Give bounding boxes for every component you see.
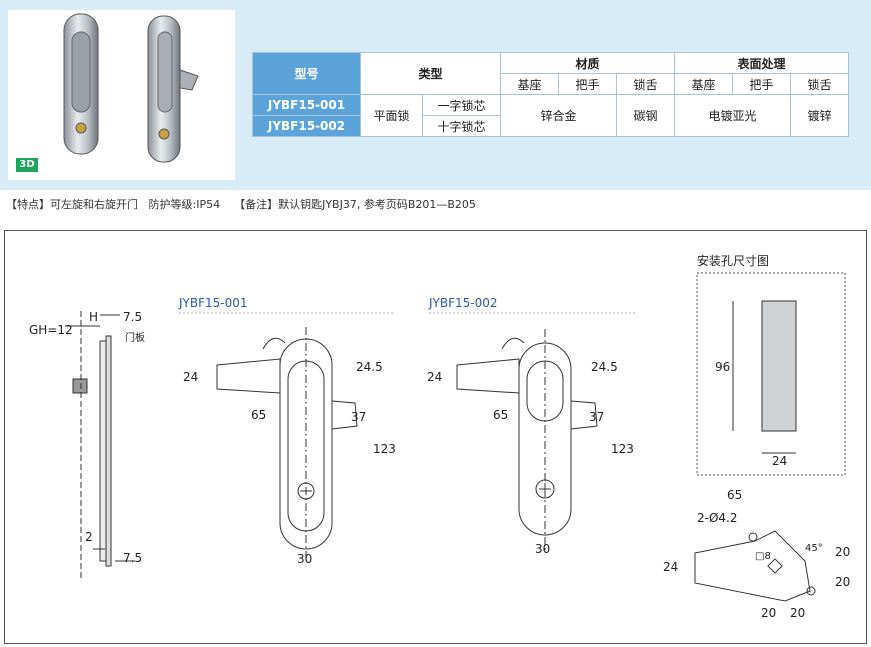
dim-2-dia: 2-Ø4.2 bbox=[697, 511, 738, 525]
product-photo-drawing bbox=[63, 13, 199, 163]
dim-24-b: 24 bbox=[427, 370, 442, 384]
dim-20-right-top: 20 bbox=[835, 545, 850, 559]
dim-24-5-b: 24.5 bbox=[591, 360, 618, 374]
dim-20-bottom-left: 20 bbox=[761, 606, 776, 620]
dim-24-5-a: 24.5 bbox=[356, 360, 383, 374]
model-001: JYBF15-001 bbox=[252, 94, 361, 116]
features-note: 【特点】可左旋和右旋开门 防护等级:IP54 bbox=[6, 198, 221, 211]
remarks-note: 【备注】默认钥匙JYBJ37, 参考页码B201—B205 bbox=[234, 198, 476, 211]
notes-line: 【特点】可左旋和右旋开门 防护等级:IP54 【备注】默认钥匙JYBJ37, 参… bbox=[6, 196, 476, 212]
dim-65-b: 65 bbox=[493, 408, 508, 422]
dim-65-a: 65 bbox=[251, 408, 266, 422]
label-jybf15-001: JYBF15-001 bbox=[178, 296, 248, 310]
dim-20-bottom-right: 20 bbox=[790, 606, 805, 620]
type-value: 平面锁 bbox=[360, 94, 423, 137]
dim-37-b: 37 bbox=[589, 410, 604, 424]
dim-gh: GH=12 bbox=[29, 323, 73, 337]
header-type: 类型 bbox=[359, 52, 502, 95]
dim-30-b: 30 bbox=[535, 542, 550, 556]
dim-123-a: 123 bbox=[373, 442, 396, 456]
door-label: 门板 bbox=[125, 331, 145, 344]
side-view bbox=[65, 311, 135, 581]
dim-65-detail: 65 bbox=[727, 488, 742, 502]
header-surface: 表面处理 bbox=[674, 52, 850, 74]
dim-45deg: 45° bbox=[805, 543, 823, 554]
tongue-detail bbox=[694, 530, 816, 602]
sub-tongue-material: 锁舌 bbox=[616, 73, 676, 95]
dim-123-b: 123 bbox=[611, 442, 634, 456]
label-jybf15-002: JYBF15-002 bbox=[428, 296, 498, 310]
lock-001-view bbox=[216, 327, 358, 561]
surface-base-handle: 电镀亚光 bbox=[674, 94, 792, 137]
drawing-canvas: GH=12 H 7.5 门板 2 7.5 JYBF15-001 24 65 24… bbox=[29, 253, 850, 620]
dim-24-a: 24 bbox=[183, 370, 198, 384]
dim-2: 2 bbox=[85, 530, 93, 544]
lock-002-view bbox=[456, 329, 598, 551]
subtype-002: 十字锁芯 bbox=[421, 115, 502, 137]
material-tongue: 碳钢 bbox=[616, 94, 676, 137]
sub-base-material: 基座 bbox=[500, 73, 560, 95]
cutout-hole bbox=[761, 300, 797, 432]
surface-tongue: 镀锌 bbox=[790, 94, 850, 137]
dim-7-5-bottom: 7.5 bbox=[123, 551, 142, 565]
dim-37-a: 37 bbox=[351, 410, 366, 424]
header-material: 材质 bbox=[500, 52, 676, 74]
dim-7-5-top: 7.5 bbox=[123, 310, 142, 324]
sub-base-surface: 基座 bbox=[674, 73, 734, 95]
material-base-handle: 锌合金 bbox=[500, 94, 618, 137]
sub-tongue-surface: 锁舌 bbox=[790, 73, 850, 95]
dim-h: H bbox=[89, 310, 98, 324]
badge-3d: 3D bbox=[16, 158, 38, 172]
product-photo bbox=[8, 10, 235, 180]
dim-24-detail: 24 bbox=[663, 560, 678, 574]
spec-table: 型号 类型 材质 表面处理 基座 把手 锁舌 基座 把手 锁舌 JYBF15-0… bbox=[252, 52, 850, 137]
cutout-frame bbox=[696, 272, 846, 476]
dim-20-right-bottom: 20 bbox=[835, 575, 850, 589]
dim-24-cutout: 24 bbox=[772, 454, 787, 468]
dim-30-a: 30 bbox=[297, 552, 312, 566]
model-002: JYBF15-002 bbox=[252, 115, 361, 137]
cutout-title: 安装孔尺寸图 bbox=[697, 253, 769, 268]
header-model: 型号 bbox=[252, 52, 361, 95]
technical-drawing: GH=12 H 7.5 门板 2 7.5 JYBF15-001 24 65 24… bbox=[4, 230, 867, 644]
subtype-001: 一字锁芯 bbox=[421, 94, 502, 116]
dim-square-8: □8 bbox=[755, 551, 771, 562]
sub-handle-surface: 把手 bbox=[732, 73, 792, 95]
sub-handle-material: 把手 bbox=[558, 73, 618, 95]
dim-96: 96 bbox=[715, 360, 730, 374]
